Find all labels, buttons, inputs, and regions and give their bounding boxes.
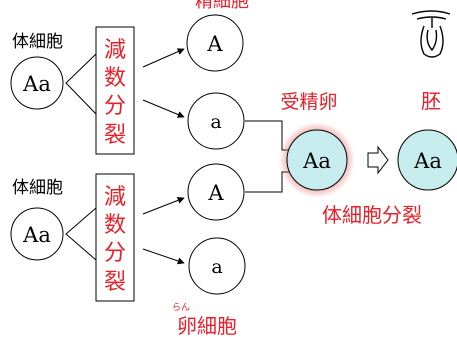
embryo-genotype: Aa: [413, 149, 442, 173]
development-arrow: [367, 145, 389, 175]
parent-cell-top: [10, 56, 64, 110]
sperm-cell-label: 精細胞: [195, 0, 249, 12]
sperm-cell-lower-allele: a: [210, 111, 221, 133]
zygote-cell: [286, 129, 348, 191]
sperm-cell-upper-allele: A: [206, 32, 223, 56]
arrow-to-egg-upper: [142, 197, 185, 215]
egg-cell-lower-allele: a: [211, 256, 222, 278]
zygote-genotype: Aa: [302, 149, 331, 173]
somatic-division-label: 体細胞分裂: [322, 203, 422, 227]
sperm-cell-lower: [187, 92, 245, 150]
egg-cell-upper-allele: A: [207, 181, 224, 205]
embryo-sketch-icon: [411, 10, 451, 58]
somatic-cell-label-bottom: 体細胞: [12, 178, 63, 198]
meiosis-bottom-char-2: 数: [104, 213, 126, 238]
meiosis-bottom-char-4: 裂: [104, 270, 126, 295]
meiosis-top-char-2: 数: [104, 66, 126, 91]
parent-cell-bottom: [10, 207, 64, 261]
meiosis-bottom-char-3: 分: [104, 241, 126, 266]
sperm-cell-upper: [186, 14, 244, 72]
arrow-to-egg-lower: [142, 248, 185, 265]
split-lines-bottom: [65, 207, 97, 261]
split-lines-top: [65, 53, 97, 115]
fertilized-egg-label: 受精卵: [280, 91, 337, 113]
meiosis-top-char-3: 分: [104, 94, 126, 119]
meiosis-box-bottom: [95, 173, 135, 302]
egg-cell-upper: [187, 163, 245, 221]
embryo-cell: [397, 129, 457, 191]
egg-cell-label: 卵細胞: [177, 314, 237, 337]
arrow-to-sperm-lower: [142, 99, 185, 118]
meiosis-top-char-4: 裂: [104, 123, 126, 148]
egg-ruby-label: らん: [172, 302, 190, 313]
parent-cell-bottom-genotype: Aa: [22, 223, 51, 247]
egg-cell-lower: [188, 237, 246, 295]
embryo-label: 胚: [421, 89, 441, 113]
parent-cell-top-genotype: Aa: [22, 72, 51, 96]
meiosis-box-top: [95, 26, 135, 155]
meiosis-top-char-1: 減: [104, 38, 126, 63]
meiosis-bottom-char-1: 減: [104, 185, 126, 210]
somatic-cell-label-top: 体細胞: [12, 32, 63, 52]
arrow-to-sperm-upper: [142, 48, 185, 68]
